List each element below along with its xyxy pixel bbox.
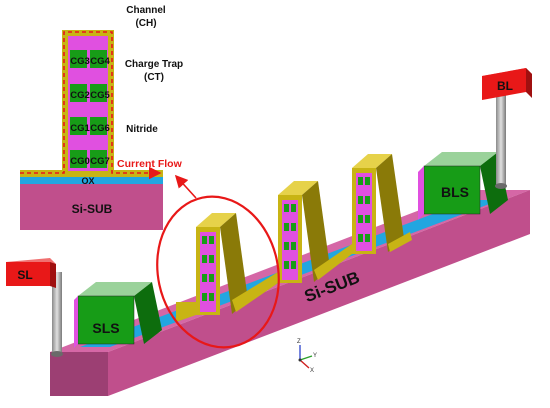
gate-label-cg0: CG0 (70, 156, 90, 167)
inset-substrate-label: Si-SUB (72, 202, 113, 216)
gate-label-cg2: CG2 (70, 90, 90, 101)
gate-cg5 (90, 84, 107, 102)
substrate-side-face (108, 190, 530, 396)
bls-label: BLS (441, 184, 469, 200)
pillar-3 (314, 154, 412, 280)
bls-block (418, 152, 508, 220)
sl-label: SL (17, 268, 32, 282)
axis-y-label: Y (313, 353, 317, 359)
axis-z-label: Z (297, 339, 301, 345)
channel-label: Channel (126, 5, 166, 16)
sls-block (74, 282, 162, 348)
gate-cg0 (70, 150, 87, 168)
sls-label: SLS (92, 320, 119, 336)
gate-cg2 (70, 84, 87, 102)
pillar-1 (176, 213, 248, 322)
highlight-arrow (174, 174, 197, 199)
bl-contact (482, 68, 532, 189)
gate-label-cg4: CG4 (90, 56, 110, 67)
gate-label-cg5: CG5 (90, 90, 110, 101)
gate-cg7 (90, 150, 107, 168)
axis-triad: Z Y X (297, 339, 317, 374)
inset-oxide-layer (20, 176, 163, 184)
gate-label-cg3: CG3 (70, 56, 90, 67)
inset-gates (70, 50, 107, 168)
pillar-2 (232, 181, 330, 312)
bl-label: BL (497, 79, 513, 93)
inset-cross-section: Si-SUB CG3 CG4 CG2 CG5 CG1 CG6 CG0 C (20, 5, 183, 230)
gate-label-cg7: CG7 (90, 156, 110, 167)
channel-abbr-label: (CH) (135, 18, 156, 29)
axis-x-label: X (310, 368, 314, 374)
highlight-circle (156, 195, 280, 349)
gate-cg1 (70, 117, 87, 135)
gate-cg3 (70, 50, 87, 68)
current-flow-path (20, 31, 162, 180)
inset-ox-label: OX (81, 176, 94, 186)
gate-label-cg1: CG1 (70, 123, 90, 134)
inset-substrate (20, 184, 163, 230)
current-flow-label: Current Flow (117, 158, 183, 170)
gate-cg6 (90, 117, 107, 135)
charge-trap-abbr-label: (CT) (144, 72, 164, 83)
charge-trap-label: Charge Trap (125, 59, 183, 70)
gate-cg4 (90, 50, 107, 68)
device-3d-model: SLS BLS (6, 68, 532, 396)
nitride-label: Nitride (126, 124, 158, 135)
sl-contact (6, 258, 63, 357)
gate-label-cg6: CG6 (90, 123, 110, 134)
substrate-front-face (50, 352, 108, 396)
